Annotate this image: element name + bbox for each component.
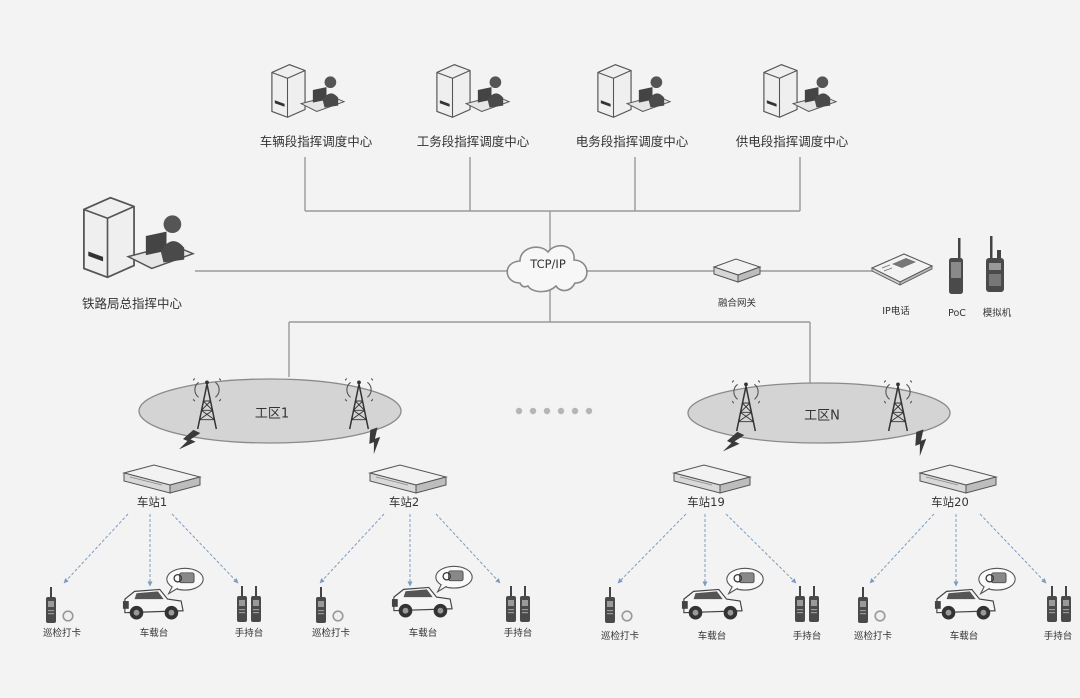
zone-1-tower-right-icon	[345, 377, 373, 430]
dispatch-center-2-icon	[436, 64, 510, 118]
station-20-label: 车站20	[931, 495, 969, 509]
station-2-handheld-label: 手持台	[503, 628, 533, 639]
station-terminal-links	[63, 513, 1047, 587]
station-19-terminals	[605, 567, 819, 623]
gateway-icon	[713, 258, 761, 283]
patrol-tag-icon	[621, 610, 633, 622]
dispatch-center-4-icon	[763, 64, 837, 118]
station-1-label: 车站1	[136, 495, 168, 509]
gateway-label: 融合网关	[717, 298, 757, 309]
vehicle-icon	[934, 588, 996, 621]
vehicle-phone-icon	[978, 567, 1016, 595]
tcp-ip-cloud	[506, 244, 588, 293]
handheld-radio-icon	[1047, 586, 1057, 622]
station-2-terminals	[316, 565, 530, 623]
analog-label: 模拟机	[982, 308, 1012, 319]
station-19-label: 车站19	[687, 495, 725, 509]
zone-n-label: 工区N	[804, 408, 840, 424]
station-1-handheld-label: 手持台	[234, 628, 264, 639]
dispatch-center-3-icon	[597, 64, 671, 118]
zone-n	[687, 382, 951, 444]
dispatch-center-1-label: 车辆段指挥调度中心	[259, 134, 373, 149]
patrol-radio-icon	[858, 587, 868, 623]
zone-1-tower-left-icon	[193, 377, 221, 430]
dispatch-center-4-label: 供电段指挥调度中心	[735, 134, 849, 149]
patrol-tag-icon	[62, 610, 74, 622]
dispatch-bus	[304, 157, 801, 250]
station-1-icon	[123, 464, 201, 494]
ellipsis-dots	[515, 407, 593, 415]
station-19-handheld-label: 手持台	[792, 631, 822, 642]
vehicle-phone-icon	[166, 567, 204, 595]
handheld-radio-icon	[795, 586, 805, 622]
patrol-tag-icon	[332, 610, 344, 622]
station-1-terminals	[46, 567, 261, 623]
station-20-icon	[919, 464, 997, 494]
station-2-vehicle-label: 车载台	[408, 628, 438, 639]
patrol-radio-icon	[605, 587, 615, 623]
station-19-vehicle-label: 车载台	[697, 631, 727, 642]
headquarters-icon	[82, 196, 194, 279]
vehicle-icon	[122, 588, 184, 621]
core-links	[195, 270, 875, 385]
station-2-label: 车站2	[388, 495, 420, 509]
handheld-radio-icon	[237, 586, 247, 622]
station-20-terminals	[858, 567, 1071, 623]
station-20-vehicle-label: 车载台	[949, 631, 979, 642]
handheld-radio-icon	[506, 586, 516, 622]
station-2-patrol-label: 巡检打卡	[311, 628, 351, 639]
dispatch-center-3-label: 电务段指挥调度中心	[575, 134, 689, 149]
cloud-label: TCP/IP	[530, 257, 566, 271]
poc-radio-icon	[949, 238, 963, 294]
vehicle-phone-icon	[726, 567, 764, 595]
vehicle-phone-icon	[435, 565, 473, 593]
patrol-tag-icon	[874, 610, 886, 622]
headquarters-label: 铁路局总指挥中心	[81, 296, 183, 311]
dispatch-center-1-icon	[271, 64, 345, 118]
station-20-handheld-label: 手持台	[1043, 631, 1073, 642]
ip-phone-icon	[871, 253, 933, 286]
poc-label: PoC	[948, 308, 966, 319]
station-20-patrol-label: 巡检打卡	[853, 631, 893, 642]
patrol-radio-icon	[46, 587, 56, 623]
station-2-icon	[369, 464, 447, 494]
station-19-icon	[673, 464, 751, 494]
ip-phone-label: IP电话	[882, 306, 910, 317]
station-1-patrol-label: 巡检打卡	[42, 628, 82, 639]
dispatch-center-2-label: 工务段指挥调度中心	[416, 134, 530, 149]
station-19-patrol-label: 巡检打卡	[600, 631, 640, 642]
patrol-radio-icon	[316, 587, 326, 623]
station-1-vehicle-label: 车载台	[139, 628, 169, 639]
vehicle-icon	[681, 588, 743, 621]
zone-n-tower-left-icon	[732, 379, 760, 432]
analog-radio-icon	[986, 236, 1004, 292]
zone-1-label: 工区1	[254, 406, 290, 422]
zone-n-tower-right-icon	[884, 379, 912, 432]
vehicle-icon	[391, 586, 453, 619]
